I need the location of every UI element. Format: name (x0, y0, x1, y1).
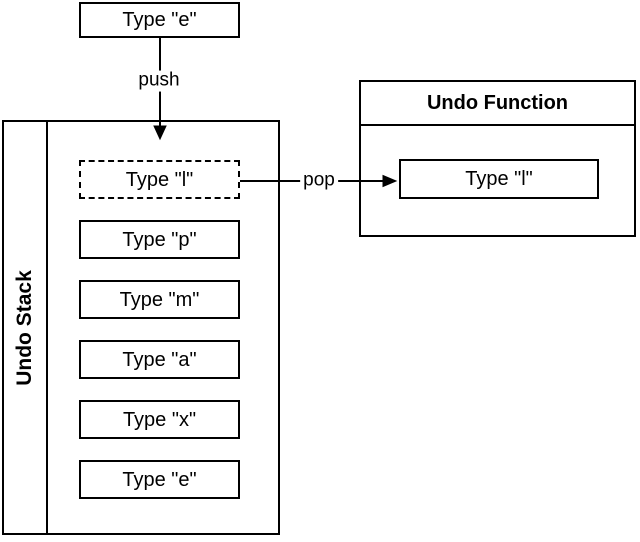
undo-stack-title-strip: Undo Stack (4, 122, 48, 533)
undo-function-item: Type "l" (399, 159, 599, 199)
undo-function-container: Undo Function Type "l" (359, 80, 636, 237)
undo-stack-container: Undo Stack Type "l" Type "p" Type "m" Ty… (2, 120, 280, 535)
stack-item: Type "e" (79, 460, 240, 499)
pop-edge-label: pop (300, 170, 338, 192)
input-box: Type "e" (79, 2, 240, 38)
stack-item: Type "x" (79, 400, 240, 439)
push-edge-label: push (135, 70, 183, 92)
undo-function-header: Undo Function (361, 82, 634, 126)
stack-item: Type "p" (79, 220, 240, 259)
stack-item: Type "a" (79, 340, 240, 379)
stack-item: Type "m" (79, 280, 240, 319)
undo-stack-title: Undo Stack (13, 269, 36, 386)
undo-function-title: Undo Function (426, 91, 569, 114)
stack-top-item: Type "l" (79, 160, 240, 199)
